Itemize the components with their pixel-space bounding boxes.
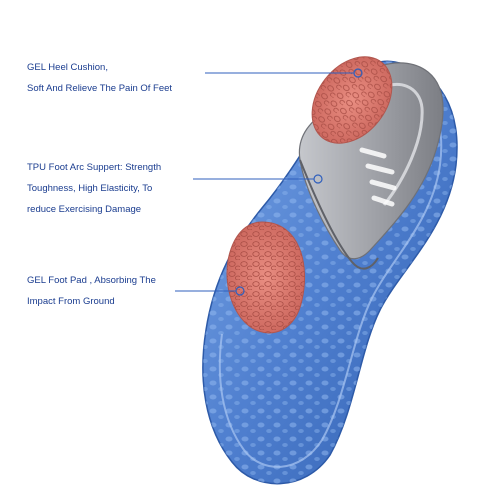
gel-heel-cushion [311,56,393,144]
callout-heel-cushion: GEL Heel Cushion, Soft And Relieve The P… [27,57,172,99]
callout-line: reduce Exercising Damage [27,204,142,215]
arch-stripes [359,147,397,207]
gel-foot-pad [226,221,306,334]
leader-lines [175,72,354,292]
callout-line: Toughness, High Elasticity, To [27,183,153,194]
callout-line: GEL Foot Pad , Absorbing The [27,275,156,286]
callout-line: GEL Heel Cushion, [27,62,108,73]
callout-line: Soft And Relieve The Pain Of Feet [27,83,173,94]
anchor-markers [235,68,363,296]
callout-arch-support: TPU Foot Arc Suppert: Strength Toughness… [27,157,161,220]
callout-line: Impact From Ground [27,296,115,307]
callout-foot-pad: GEL Foot Pad , Absorbing The Impact From… [27,270,156,312]
callout-line: TPU Foot Arc Suppert: Strength [27,162,162,173]
